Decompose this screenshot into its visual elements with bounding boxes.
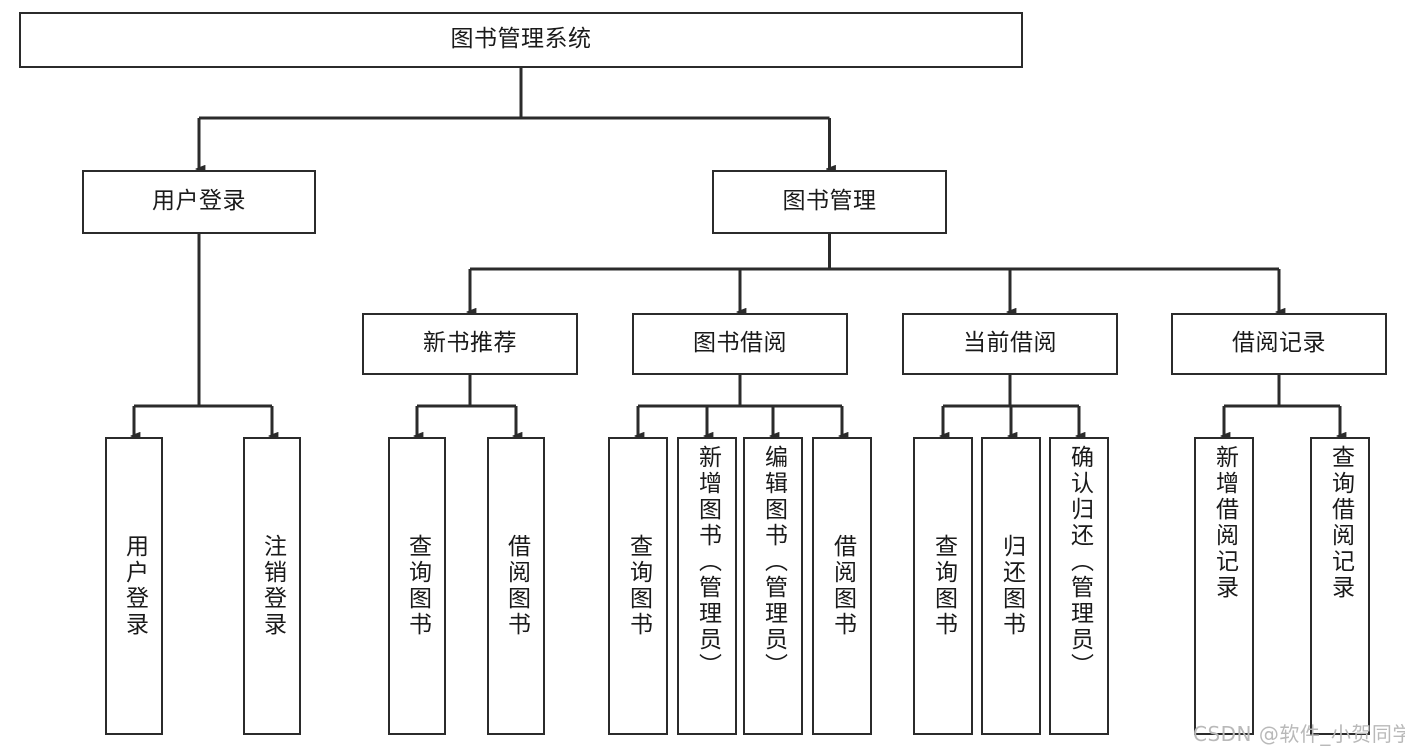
node-l-query-record[interactable]: 查询借阅记录 bbox=[1310, 437, 1370, 735]
node-n-borrow-record[interactable]: 借阅记录 bbox=[1171, 313, 1387, 375]
node-label: 图书管理系统 bbox=[450, 26, 592, 53]
node-l-confirm-return[interactable]: 确认归还（管理员） bbox=[1049, 437, 1109, 735]
node-n-user-login[interactable]: 用户登录 bbox=[82, 170, 316, 234]
node-l-add-book[interactable]: 新增图书（管理员） bbox=[677, 437, 737, 735]
node-label: 图书管理 bbox=[782, 188, 877, 215]
node-label: 借阅图书 bbox=[503, 534, 530, 638]
node-label: 图书借阅 bbox=[693, 330, 787, 357]
node-n-book-borrow[interactable]: 图书借阅 bbox=[632, 313, 848, 375]
node-label: 注销登录 bbox=[259, 534, 286, 638]
node-n-new-book-rec[interactable]: 新书推荐 bbox=[362, 313, 578, 375]
connector-group bbox=[134, 68, 1340, 436]
node-l-edit-book[interactable]: 编辑图书（管理员） bbox=[743, 437, 803, 735]
node-label: 查询图书 bbox=[625, 534, 652, 638]
node-l-logout[interactable]: 注销登录 bbox=[243, 437, 301, 735]
node-label: 确认归还（管理员） bbox=[1066, 445, 1093, 679]
node-label: 查询图书 bbox=[930, 534, 957, 638]
node-root[interactable]: 图书管理系统 bbox=[19, 12, 1023, 68]
node-label: 编辑图书（管理员） bbox=[760, 445, 787, 679]
node-label: 当前借阅 bbox=[963, 330, 1057, 357]
node-label: 用户登录 bbox=[152, 188, 246, 215]
node-l-borrow-book-1[interactable]: 借阅图书 bbox=[487, 437, 545, 735]
node-l-borrow-book-2[interactable]: 借阅图书 bbox=[812, 437, 872, 735]
node-label: 新增图书（管理员） bbox=[694, 445, 721, 679]
node-l-query-book-2[interactable]: 查询图书 bbox=[608, 437, 668, 735]
node-label: 借阅图书 bbox=[829, 534, 856, 638]
node-l-query-book-1[interactable]: 查询图书 bbox=[388, 437, 446, 735]
node-n-book-mgmt[interactable]: 图书管理 bbox=[712, 170, 947, 234]
node-l-add-record[interactable]: 新增借阅记录 bbox=[1194, 437, 1254, 735]
node-label: 新书推荐 bbox=[423, 330, 517, 357]
node-l-return-book[interactable]: 归还图书 bbox=[981, 437, 1041, 735]
node-label: 用户登录 bbox=[121, 534, 148, 638]
node-label: 归还图书 bbox=[998, 534, 1025, 638]
node-label: 查询图书 bbox=[404, 534, 431, 638]
node-label: 查询借阅记录 bbox=[1327, 445, 1354, 601]
node-label: 借阅记录 bbox=[1232, 330, 1326, 357]
node-n-current-borrow[interactable]: 当前借阅 bbox=[902, 313, 1118, 375]
node-label: 新增借阅记录 bbox=[1211, 445, 1238, 601]
node-l-user-login[interactable]: 用户登录 bbox=[105, 437, 163, 735]
node-l-query-book-3[interactable]: 查询图书 bbox=[913, 437, 973, 735]
